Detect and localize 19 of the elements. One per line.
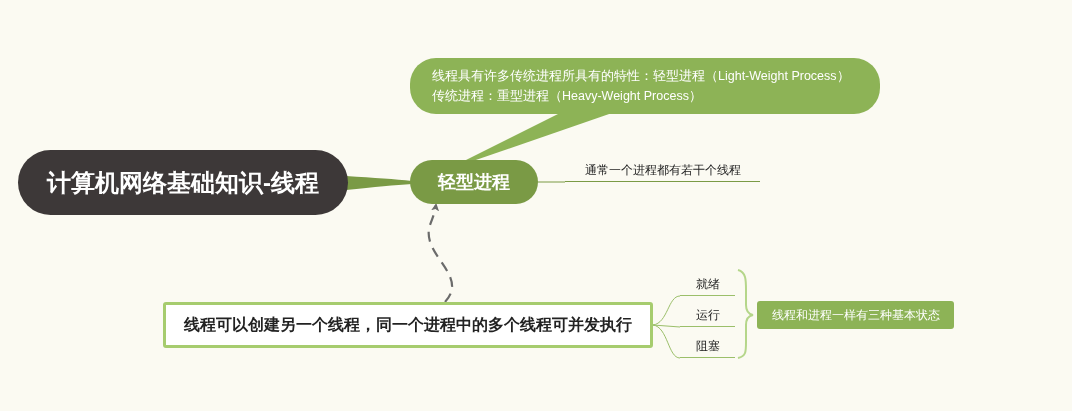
branch-connector (346, 176, 412, 190)
branch-line (652, 295, 681, 326)
topic-text: 运行 (695, 307, 720, 324)
branch-line (652, 324, 681, 359)
branch-line (537, 181, 566, 183)
topic-text: 阻塞 (695, 338, 720, 355)
dashed-arrow (427, 203, 453, 303)
topic-box (410, 160, 538, 204)
branch-line (652, 324, 681, 328)
topic-text: 计算机网络基础知识-线程 (47, 167, 319, 198)
topic-text: 通常一个进程都有若干个线程 (584, 162, 741, 179)
topic-text: 就绪 (695, 276, 720, 293)
topic-box (163, 302, 653, 348)
summary-box (757, 301, 954, 329)
topic-text: 线程和进程一样有三种基本状态 (771, 306, 940, 324)
topic-text: 轻型进程 (438, 171, 510, 194)
topic-text: 线程可以创建另一个线程，同一个进程中的多个线程可并发执行 (184, 314, 632, 335)
topic-text: 线程具有许多传统进程所具有的特性：轻型进程（Light-Weight Process） (432, 68, 850, 85)
topic-text: 传统进程：重型进程（Heavy-Weight Process） (432, 88, 702, 105)
